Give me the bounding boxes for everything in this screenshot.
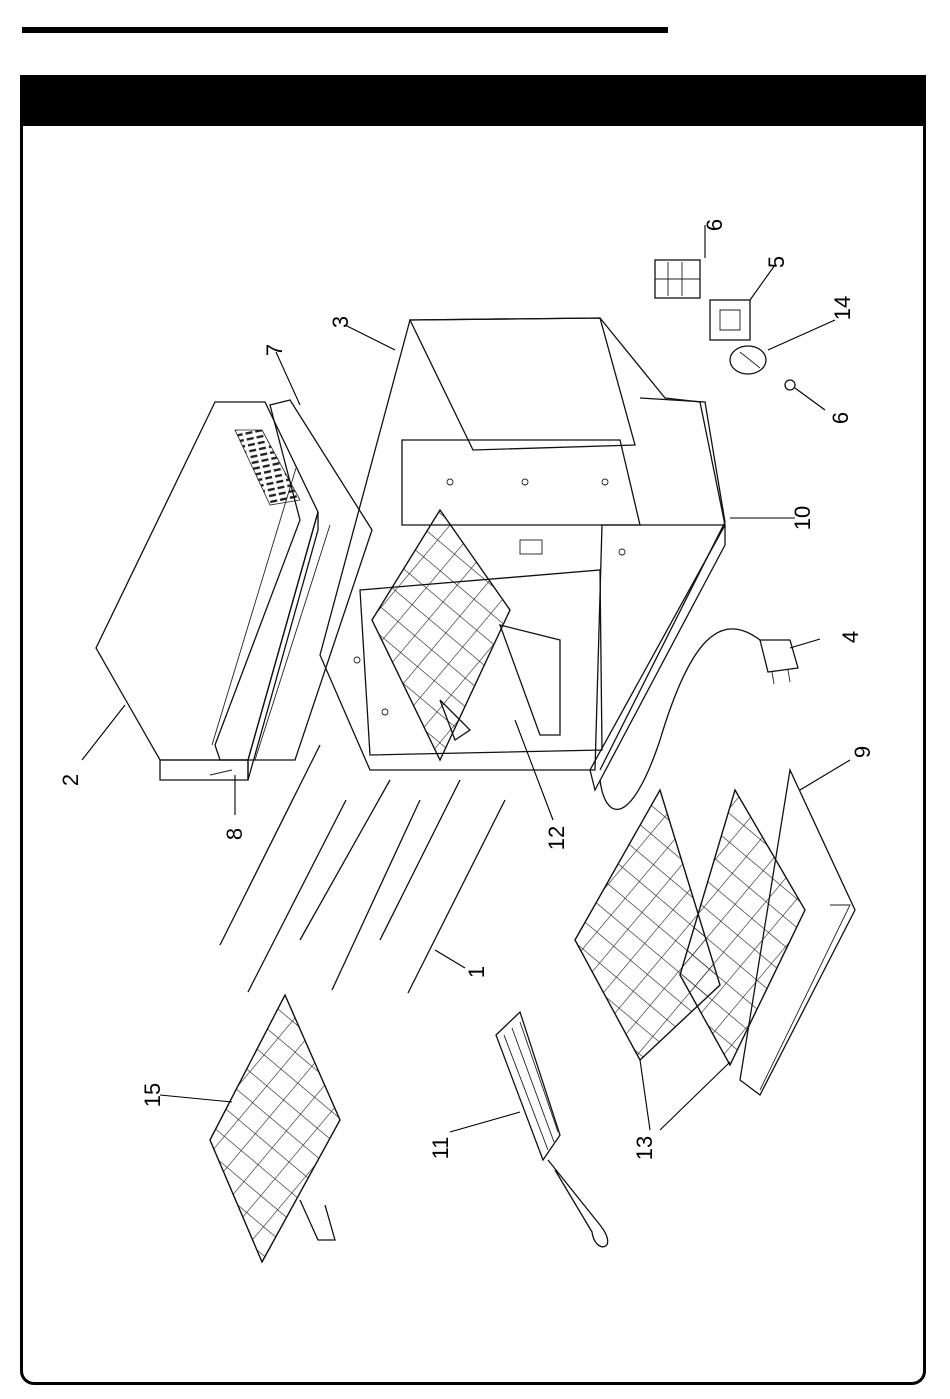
grid-rack xyxy=(210,995,340,1262)
internal-rack xyxy=(372,510,560,760)
callout-6a: 6 xyxy=(702,219,727,231)
heating-elements xyxy=(220,745,505,993)
callout-4: 4 xyxy=(838,631,863,643)
callout-3: 3 xyxy=(328,316,353,328)
callout-7: 7 xyxy=(262,344,287,356)
callout-13: 13 xyxy=(632,1136,657,1160)
callout-2: 2 xyxy=(58,774,83,786)
racks xyxy=(575,790,805,1065)
power-cord xyxy=(600,629,798,810)
callout-12: 12 xyxy=(544,826,569,850)
callout-1: 1 xyxy=(464,966,489,978)
callout-14: 14 xyxy=(830,296,855,320)
callout-11: 11 xyxy=(428,1137,453,1160)
basket xyxy=(496,1012,608,1247)
base-plate xyxy=(600,398,725,770)
callout-9: 9 xyxy=(850,746,875,758)
callout-8: 8 xyxy=(222,828,247,840)
callout-10: 10 xyxy=(790,506,815,530)
callout-15: 15 xyxy=(140,1083,165,1107)
callout-5: 5 xyxy=(764,256,789,268)
control-parts xyxy=(655,260,795,390)
callout-6b: 6 xyxy=(828,412,853,424)
oven-body xyxy=(320,318,725,790)
top-cover xyxy=(96,402,318,780)
